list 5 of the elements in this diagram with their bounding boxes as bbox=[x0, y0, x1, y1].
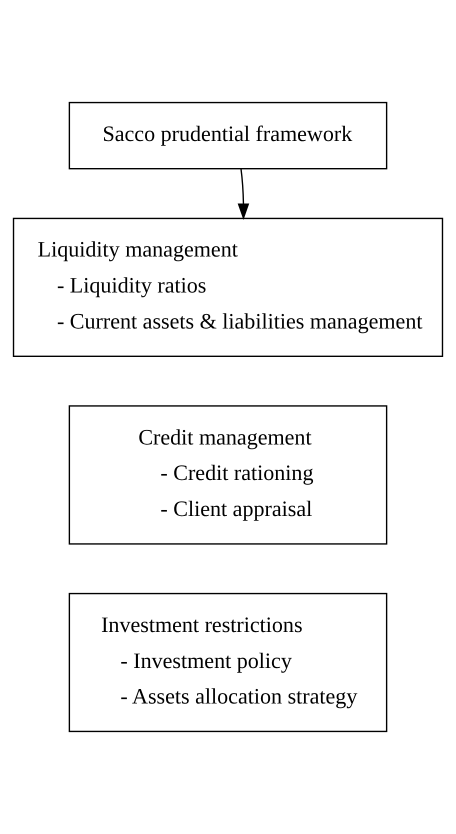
node-box: Liquidity management - Liquidity ratios - Current assets & liabilities management bbox=[12, 218, 444, 357]
node-box: Sacco prudential framework bbox=[68, 102, 388, 170]
arrow bbox=[238, 168, 250, 220]
node-box: Investment restrictions - Investment policy - Assets allocation strategy bbox=[68, 592, 388, 732]
node-box: Credit management - Credit rationing - Client appraisal bbox=[68, 405, 388, 545]
